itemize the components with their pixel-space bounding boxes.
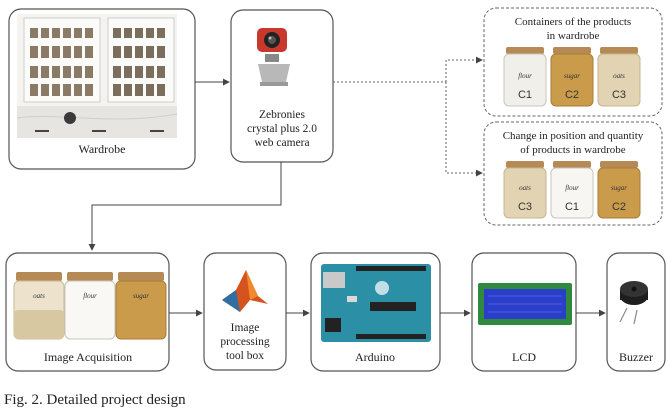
toolbox-label-line-3: tool box — [226, 350, 264, 362]
change-label-line-1: Change in position and quantity — [503, 130, 644, 142]
jar-c1: flour C1 — [503, 47, 547, 107]
containers-node: Containers of the products in wardrobe f… — [483, 7, 663, 117]
svg-text:sugar: sugar — [611, 184, 627, 192]
wardrobe-label: Wardrobe — [78, 142, 125, 156]
jar-c2-moved: sugar C2 — [597, 161, 641, 219]
svg-text:flour: flour — [565, 184, 579, 192]
containers-label-line-2: in wardrobe — [547, 30, 600, 42]
dotted-connector-webcam-to-outputs — [333, 56, 483, 177]
change-node: Change in position and quantity of produ… — [483, 121, 663, 226]
buzzer-icon — [619, 281, 648, 325]
lcd-node: LCD — [471, 252, 577, 372]
wardrobe-node: Wardrobe — [8, 8, 196, 170]
webcam-label-line-2: crystal plus 2.0 — [247, 123, 317, 135]
jar-c1-label: C1 — [518, 89, 532, 101]
svg-text:sugar: sugar — [133, 292, 149, 300]
matlab-icon — [222, 270, 268, 312]
acquisition-node: oats flour sugar Image Acquisition — [5, 252, 170, 372]
webcam-icon — [257, 28, 290, 86]
lcd-display-icon — [478, 283, 572, 325]
jar-moved-2-label: C1 — [565, 201, 579, 213]
toolbox-label-line-1: Image — [231, 322, 260, 334]
arduino-label: Arduino — [355, 350, 395, 364]
svg-text:flour: flour — [518, 72, 532, 80]
jar-c1-moved: flour C1 — [550, 161, 594, 219]
buzzer-node: Buzzer — [606, 252, 666, 372]
svg-text:oats: oats — [613, 72, 625, 80]
webcam-label-line-1: Zebronies — [259, 109, 306, 121]
acquisition-label: Image Acquisition — [44, 350, 132, 364]
change-label-line-2: of products in wardrobe — [520, 144, 626, 156]
arduino-node: Arduino — [310, 252, 441, 372]
toolbox-label-line-2: processing — [220, 336, 269, 348]
svg-text:sugar: sugar — [564, 72, 580, 80]
jar-moved-1-label: C3 — [518, 201, 532, 213]
svg-text:oats: oats — [519, 184, 531, 192]
arduino-board-icon — [321, 264, 431, 342]
webcam-node: Zebronies crystal plus 2.0 web camera — [230, 9, 334, 163]
jar-moved-3-label: C2 — [612, 201, 626, 213]
acquisition-jars-photo: oats flour sugar — [13, 272, 167, 340]
jar-c2-label: C2 — [565, 89, 579, 101]
lcd-label: LCD — [512, 350, 536, 364]
svg-text:flour: flour — [83, 292, 97, 300]
containers-label-line-1: Containers of the products — [515, 16, 631, 28]
buzzer-label: Buzzer — [619, 350, 653, 364]
arrow-webcam-to-acquisition — [88, 162, 282, 251]
webcam-label-line-3: web camera — [254, 137, 309, 149]
jar-c3-moved: oats C3 — [503, 161, 547, 219]
wardrobe-photo — [16, 14, 178, 138]
jar-c2: sugar C2 — [550, 47, 594, 107]
toolbox-node: Image processing tool box — [203, 252, 287, 371]
jar-c3-label: C3 — [612, 89, 626, 101]
svg-text:oats: oats — [33, 292, 45, 300]
figure-caption: Fig. 2. Detailed project design — [4, 392, 186, 408]
jar-c3: oats C3 — [597, 47, 641, 107]
